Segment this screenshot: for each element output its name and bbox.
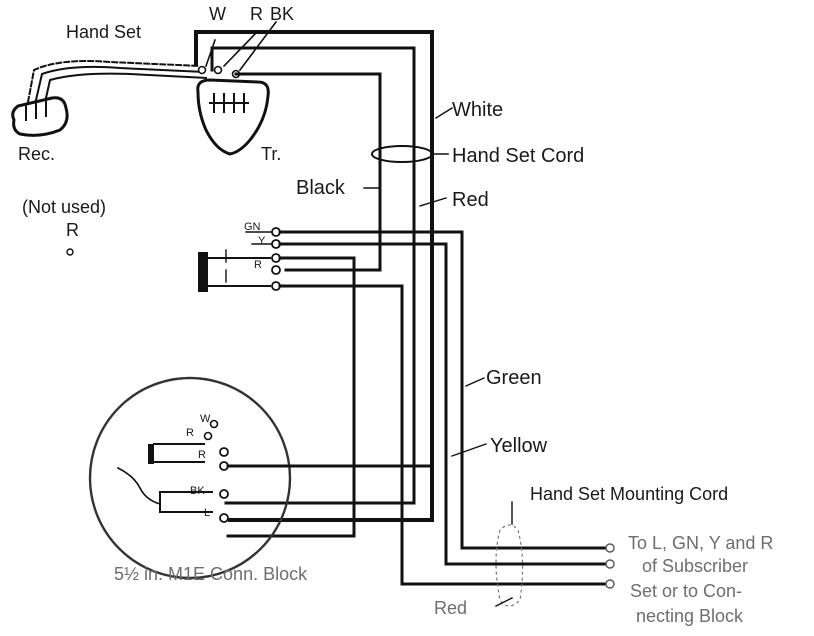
terminal-upper-y: Y: [258, 235, 266, 247]
label-block-caption: 5½ in. M1E Conn. Block: [114, 564, 308, 584]
terminal-upper-gn: GN: [244, 221, 261, 233]
label-bk: BK: [270, 4, 294, 24]
terminal-circle-r2: R: [198, 449, 206, 461]
label-hand-set: Hand Set: [66, 22, 141, 42]
label-white: White: [452, 99, 503, 121]
label-not-used-r: R: [66, 220, 79, 240]
terminal-circle-r1: R: [186, 427, 194, 439]
label-green: Green: [486, 367, 542, 389]
connecting-block: [88, 376, 434, 580]
receiver: [11, 96, 69, 137]
transmitter: [196, 78, 270, 156]
hand-set-cord: [194, 30, 449, 522]
mounting-cord-sheath: [495, 501, 615, 607]
conductor-green: [278, 230, 606, 550]
terminal-upper-r: R: [254, 259, 262, 271]
label-r: R: [250, 4, 263, 24]
label-not-used: (Not used): [22, 197, 106, 217]
upper-terminal-strip: [198, 227, 281, 292]
note-line-3: Set or to Con-: [630, 581, 742, 601]
label-rec: Rec.: [18, 144, 55, 164]
note-line-4: necting Block: [636, 606, 744, 626]
label-w: W: [209, 4, 226, 24]
label-black: Black: [296, 177, 346, 199]
label-red-lower: Red: [434, 598, 467, 618]
terminal-circle-l: L: [204, 507, 210, 519]
terminal-circle-bk: BK: [190, 485, 205, 497]
label-red-upper: Red: [452, 189, 489, 211]
conductor-black: [226, 256, 356, 538]
conductor-red: [278, 284, 606, 586]
label-tr: Tr.: [261, 144, 281, 164]
handset-leads: [26, 20, 278, 104]
not-used-terminal: [66, 248, 74, 256]
label-leaders: [363, 107, 513, 607]
label-hand-set-mounting-cord: Hand Set Mounting Cord: [530, 484, 728, 504]
label-yellow: Yellow: [490, 435, 548, 457]
conductor-yellow: [278, 242, 606, 566]
terminal-circle-w: W: [200, 413, 211, 425]
note-line-1: To L, GN, Y and R: [628, 533, 773, 553]
label-hand-set-cord: Hand Set Cord: [452, 145, 584, 167]
note-line-2: of Subscriber: [642, 556, 748, 576]
